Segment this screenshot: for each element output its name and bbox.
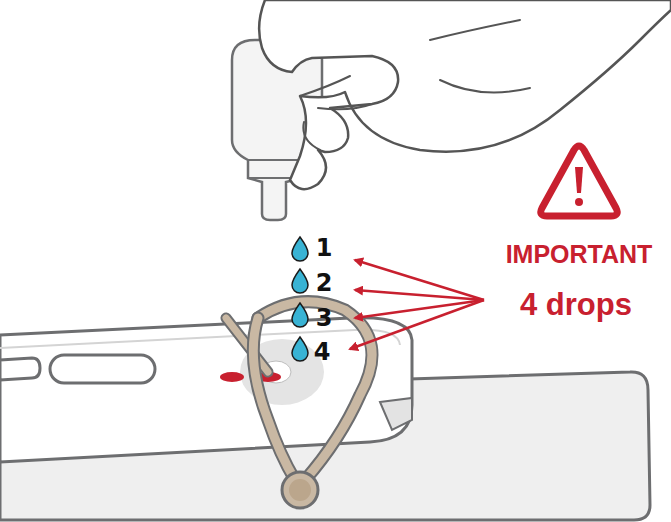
hand-detail — [300, 20, 530, 150]
callout-number: 1 — [316, 236, 333, 260]
test-cassette — [0, 318, 412, 462]
drop — [292, 303, 308, 327]
cassette-notch — [380, 398, 412, 430]
leader-arrow — [355, 260, 484, 300]
callout-number: 3 — [316, 306, 333, 330]
drops — [292, 237, 308, 361]
drop-count-label-box: 4 drops — [520, 287, 632, 323]
callout-number-box: 1 — [316, 234, 333, 262]
warning-mark — [575, 167, 583, 193]
callout-number: 2 — [316, 271, 333, 295]
leader-arrow — [350, 300, 484, 349]
drop — [292, 269, 308, 293]
lancet-tab — [289, 479, 311, 501]
lancet-loop — [253, 318, 295, 480]
lancet-tab — [282, 472, 318, 508]
result-window — [50, 355, 155, 383]
callout-number-box: 3 — [316, 304, 333, 332]
drop — [292, 337, 308, 361]
callout-number-box: 2 — [316, 269, 333, 297]
hand — [259, 0, 671, 189]
cassette-edge — [0, 330, 400, 348]
result-window — [0, 358, 40, 380]
lancet-loop — [253, 318, 295, 480]
warning-label: IMPORTANT — [506, 242, 653, 267]
leader-arrow — [355, 300, 484, 318]
callout-number-box: 4 — [314, 338, 331, 366]
leader-arrows — [350, 260, 484, 349]
drop — [292, 237, 308, 261]
blood-sample — [220, 372, 244, 382]
warning-triangle — [541, 146, 617, 216]
drop-count-label: 4 drops — [520, 289, 632, 320]
leader-arrow — [355, 290, 484, 300]
warning-mark — [575, 198, 583, 206]
warning-label-box: IMPORTANT — [506, 240, 653, 269]
callout-number: 4 — [314, 340, 331, 364]
